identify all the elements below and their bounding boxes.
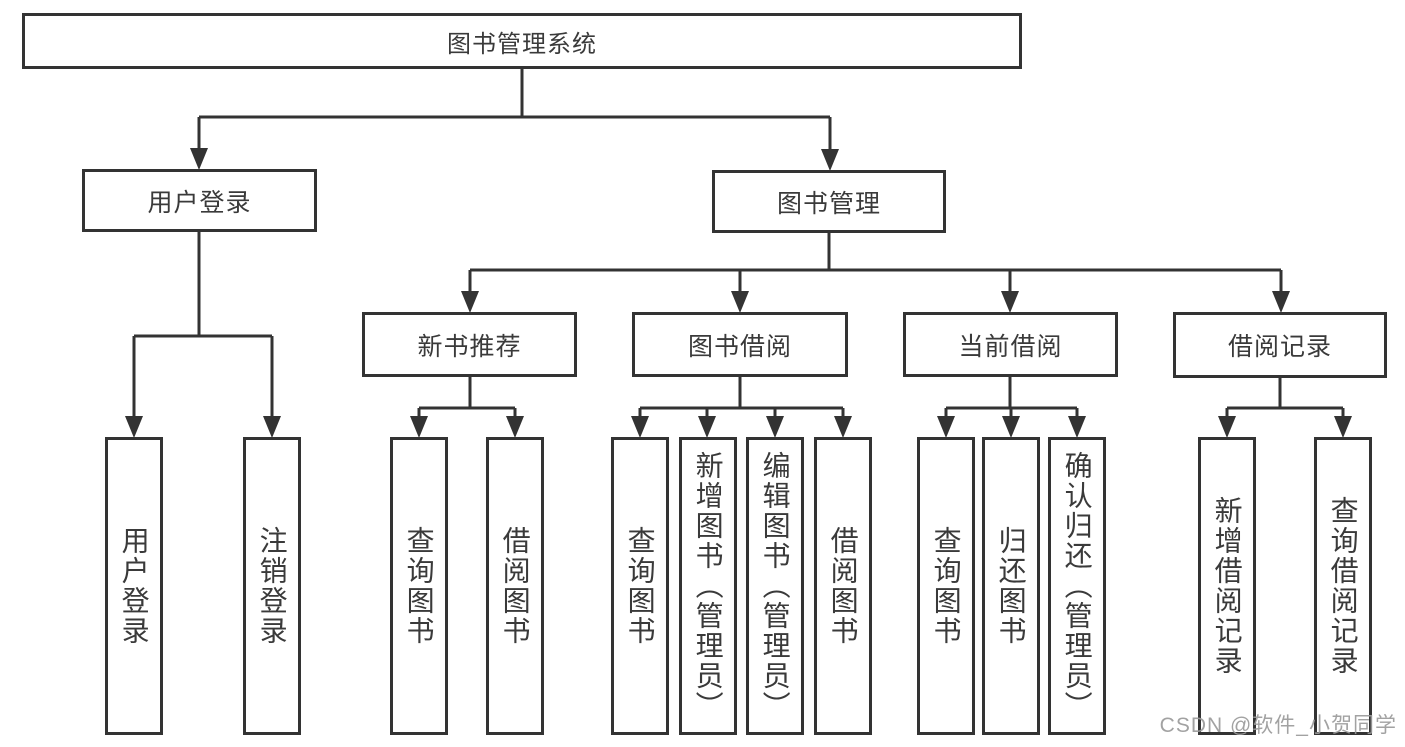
connector-borrow-record-children	[1218, 378, 1352, 438]
connector-book-mgmt-children	[461, 233, 1290, 313]
node-leaf-rec-borrow-books-label: 借阅图书	[499, 526, 531, 646]
connector-book-borrow-children	[631, 377, 852, 438]
node-new-book-recommend: 新书推荐	[362, 312, 577, 377]
node-user-login-module: 用户登录	[82, 169, 317, 232]
node-leaf-br-add-record: 新增借阅记录	[1198, 437, 1256, 735]
node-leaf-bb-query-books-label: 查询图书	[624, 526, 656, 646]
node-leaf-cb-query-books: 查询图书	[917, 437, 975, 735]
node-new-book-recommend-label: 新书推荐	[417, 332, 522, 361]
node-leaf-bb-query-books: 查询图书	[611, 437, 669, 735]
node-user-login-module-label: 用户登录	[147, 188, 252, 217]
node-leaf-br-add-record-label: 新增借阅记录	[1211, 496, 1243, 676]
node-leaf-bb-add-books-admin: 新增图书（管理员）	[679, 437, 737, 735]
connector-new-book-children	[410, 377, 524, 438]
node-leaf-logout-label: 注销登录	[256, 526, 288, 646]
node-book-borrowing: 图书借阅	[632, 312, 848, 377]
node-leaf-cb-return-books: 归还图书	[982, 437, 1040, 735]
node-leaf-bb-borrow-books-label: 借阅图书	[827, 526, 859, 646]
node-leaf-rec-borrow-books: 借阅图书	[486, 437, 544, 735]
node-leaf-cb-confirm-return-admin-label: 确认归还（管理员）	[1061, 451, 1093, 721]
node-leaf-logout: 注销登录	[243, 437, 301, 735]
node-leaf-bb-edit-books-admin-label: 编辑图书（管理员）	[759, 451, 791, 721]
node-borrowing-records-label: 借阅记录	[1227, 333, 1332, 361]
node-leaf-br-query-record: 查询借阅记录	[1314, 437, 1372, 735]
node-leaf-br-query-record-label: 查询借阅记录	[1327, 496, 1359, 676]
node-current-borrowing-label: 当前借阅	[958, 332, 1063, 361]
node-leaf-user-login-label: 用户登录	[118, 526, 150, 646]
node-leaf-cb-return-books-label: 归还图书	[995, 526, 1027, 646]
connector-user-login-children	[125, 232, 281, 438]
node-leaf-user-login: 用户登录	[105, 437, 163, 735]
node-library-system: 图书管理系统	[22, 13, 1022, 69]
connector-root-children	[190, 69, 839, 171]
node-leaf-bb-edit-books-admin: 编辑图书（管理员）	[746, 437, 804, 735]
node-leaf-bb-add-books-admin-label: 新增图书（管理员）	[692, 451, 724, 721]
connector-current-borrow-children	[937, 377, 1086, 438]
node-leaf-bb-borrow-books: 借阅图书	[814, 437, 872, 735]
node-library-system-label: 图书管理系统	[447, 30, 597, 58]
node-leaf-rec-query-books: 查询图书	[390, 437, 448, 735]
node-book-management-label: 图书管理	[776, 189, 881, 218]
node-current-borrowing: 当前借阅	[903, 312, 1118, 377]
node-leaf-cb-query-books-label: 查询图书	[930, 526, 962, 646]
node-borrowing-records: 借阅记录	[1173, 312, 1387, 378]
node-leaf-cb-confirm-return-admin: 确认归还（管理员）	[1048, 437, 1106, 735]
node-leaf-rec-query-books-label: 查询图书	[403, 526, 435, 646]
node-book-borrowing-label: 图书借阅	[687, 332, 792, 361]
node-book-management: 图书管理	[712, 170, 946, 233]
